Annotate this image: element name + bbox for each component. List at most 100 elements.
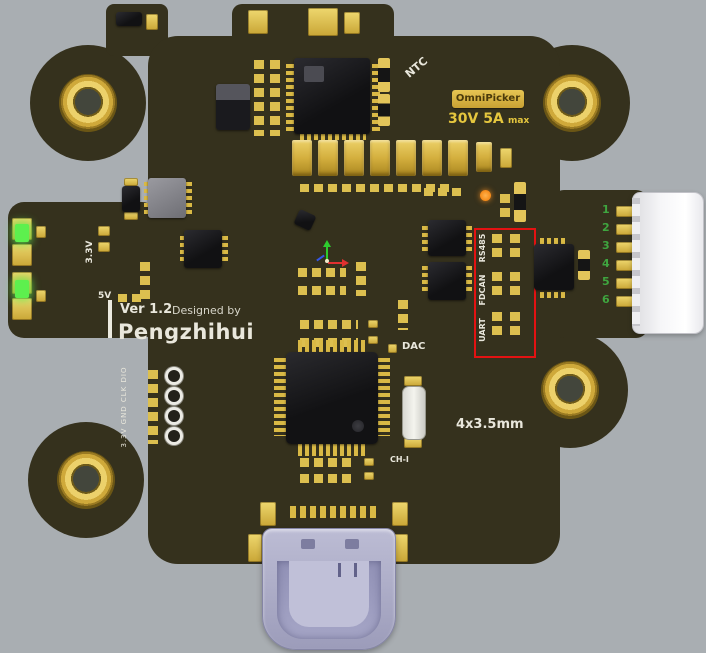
- usb-anchor-right: [394, 534, 408, 562]
- driver-ic-pins-right: [372, 64, 380, 132]
- dac-pad: [388, 344, 397, 353]
- capacitor-4: [370, 140, 390, 176]
- smd-component-4: [578, 250, 590, 280]
- connector-pin-pad-1: [616, 206, 644, 217]
- smd-component-3: [514, 182, 526, 222]
- pin-number-5: 5: [602, 275, 610, 288]
- mid-pad-2: [368, 320, 378, 328]
- connector-ic: [534, 244, 574, 290]
- mounting-hole-top-left: [59, 74, 117, 132]
- connector-pin-pad-3: [616, 242, 644, 253]
- crystal-pad-top: [404, 376, 422, 386]
- top-pad-1: [248, 10, 268, 34]
- regulator-pins-right: [186, 182, 192, 214]
- mid-pad-3: [368, 336, 378, 344]
- brand-plate: OmniPicker: [452, 90, 524, 108]
- axis-marker-red: [328, 262, 342, 264]
- axis-marker-green: [326, 246, 328, 262]
- designed-by-label: Designed by: [172, 304, 241, 317]
- top-pad-3: [344, 12, 360, 34]
- connector-ic-pins-top: [540, 238, 568, 244]
- pad-row-under-caps: [300, 184, 450, 192]
- capacitor-6: [422, 140, 442, 176]
- driver-ic-pins-bottom: [300, 132, 366, 140]
- uart-label: UART: [478, 318, 487, 342]
- transceiver1-pins-left: [422, 226, 428, 252]
- rail-5v-label: 5V: [98, 291, 112, 301]
- debug-hole-4: [168, 430, 180, 442]
- uart-pads-1: [492, 312, 502, 338]
- power-ic: [184, 230, 222, 268]
- designer-label: Pengzhihui: [118, 320, 255, 344]
- left-pad-b: [98, 242, 110, 252]
- transistor-pad-bottom: [124, 212, 138, 220]
- mcu-pins-bottom: [298, 444, 368, 456]
- capacitor-7: [448, 140, 468, 176]
- debug-hole-2: [168, 390, 180, 402]
- pad-col-right-mid: [500, 194, 510, 220]
- rs485-pads-1: [492, 234, 502, 260]
- smd-component-2: [378, 94, 390, 126]
- connector-pin-pad-4: [616, 260, 644, 271]
- mid-pad-col-1: [356, 262, 366, 296]
- usb-c-connector: [262, 528, 396, 650]
- driver-ic-pins-left: [286, 64, 294, 132]
- rs485-label: RS485: [478, 233, 487, 263]
- pad-row-right-caps: [424, 188, 464, 196]
- debug-header-label: 3.3V GND CLK DIO: [119, 366, 128, 448]
- rs485-pads-2: [510, 234, 520, 260]
- mounting-hole-bottom-left: [57, 451, 115, 509]
- usb-contact-2: [354, 563, 357, 577]
- power-ic-pins-left: [180, 236, 186, 264]
- regulator-pins-left: [144, 182, 150, 214]
- board-arm-left: [8, 202, 158, 338]
- side-connector-slots: [632, 198, 640, 326]
- smd-component-1: [378, 58, 390, 92]
- usb-pad-left: [260, 502, 276, 526]
- fdcan-pads-1: [492, 272, 502, 298]
- version-label: Ver 1.2: [120, 302, 173, 317]
- power-ic-pins-right: [222, 236, 228, 264]
- edge-pad-2: [12, 244, 32, 266]
- usb-tongue: [289, 561, 369, 627]
- left-pad-row: [118, 294, 144, 302]
- side-connector-housing: [632, 192, 704, 334]
- axis-arrow-up: [323, 240, 331, 247]
- orange-led: [480, 190, 491, 201]
- dac-label: DAC: [402, 341, 426, 352]
- mcu-pins-right: [378, 358, 390, 436]
- pin-number-3: 3: [602, 239, 610, 252]
- rating-max-label: max: [508, 116, 530, 126]
- resistor-array-col-2: [270, 60, 280, 136]
- mcu-pins-top: [298, 340, 368, 352]
- capacitor-2: [318, 140, 338, 176]
- transistor-left: [122, 186, 140, 212]
- ch1-label: CH-I: [390, 455, 409, 464]
- capacitor-5: [396, 140, 416, 176]
- transceiver2-pins-right: [466, 266, 472, 294]
- below-mcu-pad-2: [364, 472, 374, 480]
- debug-hole-3: [168, 410, 180, 422]
- fdcan-label: FDCAN: [478, 274, 487, 306]
- resistor-array-col-1: [254, 60, 264, 136]
- axis-arrow-right: [342, 259, 349, 267]
- connector-ic-pins-bottom: [540, 292, 568, 298]
- edge-pad-5: [36, 226, 46, 238]
- connector-pin-pad-5: [616, 278, 644, 289]
- rail-3v3-label: 3.3V: [84, 240, 95, 264]
- mcu: [286, 352, 378, 444]
- usb-opening: [277, 561, 381, 639]
- left-pad-a: [98, 226, 110, 236]
- below-mcu-row-2: [300, 474, 356, 483]
- rating-label: 30V 5A: [448, 111, 504, 127]
- usb-anchor-left: [248, 534, 262, 562]
- transceiver2-ic: [428, 262, 466, 300]
- debug-pad-col: [148, 370, 158, 444]
- regulator-ic: [148, 178, 186, 218]
- pin-number-4: 4: [602, 257, 610, 270]
- mid-pad-col-2: [398, 300, 408, 330]
- usb-cutout-right: [345, 539, 359, 549]
- below-mcu-pad-1: [364, 458, 374, 466]
- mounting-hole-top-right: [543, 74, 601, 132]
